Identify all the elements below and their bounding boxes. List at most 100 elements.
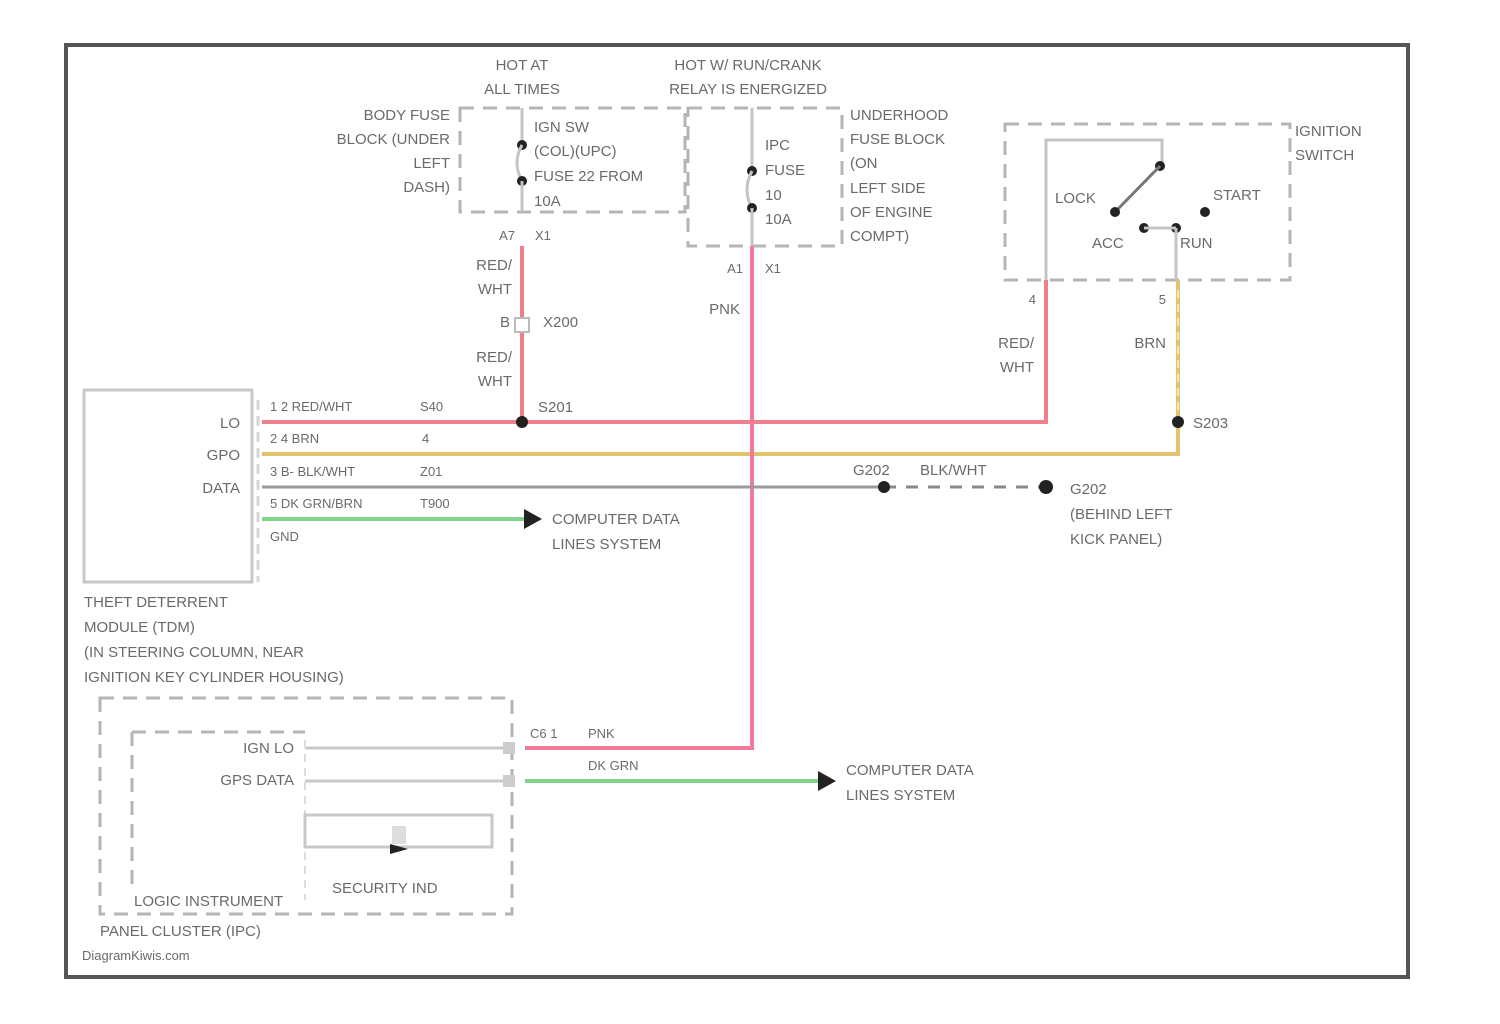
svg-text:LO: LO: [220, 415, 240, 432]
svg-text:G202: G202: [1070, 481, 1107, 498]
led-icon: [390, 844, 408, 854]
svg-text:HOT AT: HOT AT: [496, 57, 549, 74]
svg-text:1 2 RED/WHT: 1 2 RED/WHT: [270, 399, 352, 414]
wire-red-wht-fuse: RED/ WHT B X200 RED/ WHT: [476, 246, 578, 422]
svg-text:ALL TIMES: ALL TIMES: [484, 81, 560, 98]
svg-text:ACC: ACC: [1092, 235, 1124, 252]
ground-location-label: G202 (BEHIND LEFT KICK PANEL): [1070, 481, 1173, 548]
ign-right-wire-label: BRN: [1134, 335, 1166, 352]
svg-text:LINES SYSTEM: LINES SYSTEM: [552, 536, 661, 553]
wire-pnk-ipc: [525, 246, 754, 750]
svg-text:B: B: [500, 314, 510, 331]
diagram-frame: [64, 43, 1410, 979]
ign-left-wire-label: RED/ WHT: [998, 335, 1035, 376]
svg-text:X1: X1: [535, 228, 551, 243]
svg-text:GPO: GPO: [207, 447, 240, 464]
svg-text:(ON: (ON: [850, 155, 878, 172]
hot-at-all-times-label: HOT AT ALL TIMES: [484, 57, 560, 98]
svg-text:OF ENGINE: OF ENGINE: [850, 204, 933, 221]
svg-text:RELAY IS ENERGIZED: RELAY IS ENERGIZED: [669, 81, 827, 98]
svg-text:G202: G202: [853, 462, 890, 479]
svg-text:GND: GND: [270, 529, 299, 544]
svg-text:IGNITION: IGNITION: [1295, 123, 1362, 140]
svg-text:LINES SYSTEM: LINES SYSTEM: [846, 787, 955, 804]
svg-text:S40: S40: [420, 399, 443, 414]
svg-text:IPC: IPC: [765, 137, 790, 154]
splice-label-s203: S203: [1193, 415, 1228, 432]
svg-text:HOT W/ RUN/CRANK: HOT W/ RUN/CRANK: [674, 57, 821, 74]
svg-text:10: 10: [765, 187, 782, 204]
svg-text:KICK PANEL): KICK PANEL): [1070, 531, 1162, 548]
watermark: DiagramKiwis.com: [82, 948, 190, 963]
svg-text:COMPUTER DATA: COMPUTER DATA: [846, 762, 974, 779]
svg-text:4: 4: [422, 431, 429, 446]
svg-text:LOGIC INSTRUMENT: LOGIC INSTRUMENT: [134, 893, 283, 910]
svg-text:(BEHIND LEFT: (BEHIND LEFT: [1070, 506, 1173, 523]
svg-text:X200: X200: [543, 314, 578, 331]
svg-text:FUSE 22 FROM: FUSE 22 FROM: [534, 168, 643, 185]
splice-node-s203: [1172, 416, 1184, 428]
svg-text:4: 4: [1029, 292, 1036, 307]
svg-text:BLOCK (UNDER: BLOCK (UNDER: [337, 131, 451, 148]
svg-text:10A: 10A: [534, 193, 561, 210]
svg-text:LOCK: LOCK: [1055, 190, 1096, 207]
svg-text:DK GRN: DK GRN: [588, 758, 639, 773]
svg-text:C6 1: C6 1: [530, 726, 557, 741]
tdm-caption: THEFT DETERRENT MODULE (TDM) (IN STEERIN…: [84, 594, 344, 686]
svg-text:MODULE (TDM): MODULE (TDM): [84, 619, 195, 636]
body-fuse-block: BODY FUSE BLOCK (UNDER LEFT DASH) IGN SW…: [337, 106, 687, 243]
svg-text:(IN STEERING COLUMN, NEAR: (IN STEERING COLUMN, NEAR: [84, 644, 304, 661]
arrow-icon: [818, 771, 836, 791]
svg-text:SWITCH: SWITCH: [1295, 147, 1354, 164]
svg-text:RED/: RED/: [476, 349, 513, 366]
svg-text:RUN: RUN: [1180, 235, 1213, 252]
svg-text:DATA: DATA: [202, 480, 240, 497]
svg-text:RED/: RED/: [476, 257, 513, 274]
inline-connector-x200: [514, 317, 530, 333]
ground-splice-node: [878, 481, 890, 493]
instrument-panel-cluster: IGN LO GPS DATA LOGIC INSTRUMENT SECURIT…: [98, 696, 639, 940]
svg-text:THEFT DETERRENT: THEFT DETERRENT: [84, 594, 228, 611]
computer-data-lines-label-2: COMPUTER DATA LINES SYSTEM: [846, 762, 974, 804]
svg-text:5: 5: [1159, 292, 1166, 307]
svg-text:2 4 BRN: 2 4 BRN: [270, 431, 319, 446]
svg-text:(COL)(UPC): (COL)(UPC): [534, 143, 617, 160]
svg-text:BLK/WHT: BLK/WHT: [920, 462, 987, 479]
svg-text:PANEL CLUSTER (IPC): PANEL CLUSTER (IPC): [100, 923, 261, 940]
svg-text:A1: A1: [727, 261, 743, 276]
ground-node-g202: [1039, 480, 1053, 494]
svg-text:X1: X1: [765, 261, 781, 276]
svg-text:A7: A7: [499, 228, 515, 243]
svg-text:UNDERHOOD: UNDERHOOD: [850, 107, 949, 124]
svg-text:3 B- BLK/WHT: 3 B- BLK/WHT: [270, 464, 355, 479]
svg-text:COMPT): COMPT): [850, 228, 909, 245]
svg-text:WHT: WHT: [478, 373, 512, 390]
svg-text:Z01: Z01: [420, 464, 442, 479]
ignition-switch: LOCK ACC RUN START IGNITION SWITCH 4 5: [1003, 122, 1362, 307]
theft-deterrent-module: LO GPO DATA 1 2 RED/WHT S40 2 4 BRN 4 3 …: [82, 388, 450, 584]
svg-text:COMPUTER DATA: COMPUTER DATA: [552, 511, 680, 528]
computer-data-lines-label-1: COMPUTER DATA LINES SYSTEM: [552, 511, 680, 553]
svg-text:FUSE BLOCK: FUSE BLOCK: [850, 131, 945, 148]
svg-text:PNK: PNK: [588, 726, 615, 741]
svg-text:5 DK GRN/BRN: 5 DK GRN/BRN: [270, 496, 362, 511]
svg-text:SECURITY IND: SECURITY IND: [332, 880, 438, 897]
svg-text:GPS DATA: GPS DATA: [220, 772, 294, 789]
ipc-feed-wire-label: PNK: [709, 301, 740, 318]
svg-text:LEFT: LEFT: [413, 155, 450, 172]
svg-text:IGN LO: IGN LO: [243, 740, 294, 757]
hot-run-crank-label: HOT W/ RUN/CRANK RELAY IS ENERGIZED: [669, 57, 827, 98]
svg-text:IGNITION KEY CYLINDER HOUSING): IGNITION KEY CYLINDER HOUSING): [84, 669, 344, 686]
svg-text:10A: 10A: [765, 211, 792, 228]
svg-text:BODY FUSE: BODY FUSE: [364, 107, 450, 124]
svg-text:LEFT SIDE: LEFT SIDE: [850, 180, 926, 197]
svg-text:T900: T900: [420, 496, 450, 511]
svg-text:FUSE: FUSE: [765, 162, 805, 179]
svg-text:IGN SW: IGN SW: [534, 119, 590, 136]
splice-node-s201: [516, 416, 528, 428]
splice-label-s201: S201: [538, 399, 573, 416]
arrow-icon: [524, 509, 542, 529]
svg-text:WHT: WHT: [1000, 359, 1034, 376]
svg-text:DASH): DASH): [403, 179, 450, 196]
